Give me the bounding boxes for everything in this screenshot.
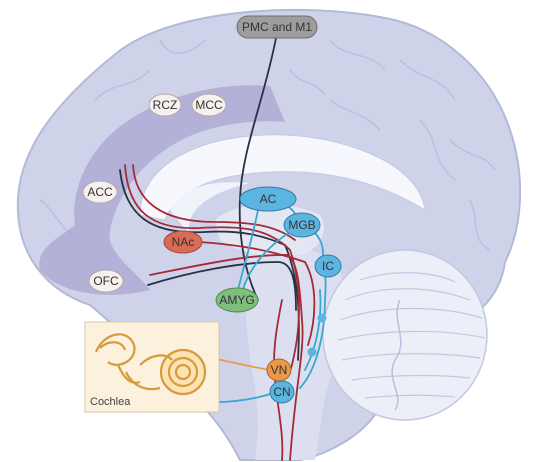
fornix-arc — [170, 182, 250, 235]
label-amyg: AMYG — [219, 293, 254, 307]
pathway-red-acc-2 — [132, 164, 296, 241]
node-acc: ACC — [82, 180, 118, 204]
pathway-cyan-ac-amyg — [237, 209, 259, 291]
cochlea-inset: Cochlea — [84, 321, 220, 413]
node-amyg: AMYG — [215, 287, 259, 313]
label-cochlea: Cochlea — [90, 396, 131, 408]
node-ofc: OFC — [88, 269, 124, 293]
node-ic: IC — [314, 254, 342, 278]
node-mgb: MGB — [283, 212, 321, 238]
cochlea-icon — [94, 333, 207, 396]
pathways — [119, 37, 327, 461]
cingulate-band — [39, 85, 285, 295]
pathway-red-acc — [124, 164, 300, 373]
cerebellum — [322, 249, 488, 421]
pathway-cyan-brainstem — [304, 289, 322, 371]
label-ofc: OFC — [93, 274, 119, 288]
node-mcc: MCC — [191, 93, 227, 117]
label-pmc-m1: PMC and M1 — [242, 20, 312, 34]
pathway-dark-acc — [119, 169, 300, 361]
node-nac: NAc — [163, 230, 203, 254]
pathway-red-ofc — [149, 254, 304, 461]
pathway-red-nac — [199, 241, 316, 346]
label-cn: CN — [273, 385, 290, 399]
cortical-sulci — [39, 39, 496, 251]
label-nac: NAc — [172, 235, 195, 249]
label-mgb: MGB — [288, 218, 315, 232]
node-rcz: RCZ — [148, 93, 182, 117]
node-cn: CN — [269, 380, 295, 404]
label-rcz: RCZ — [153, 98, 178, 112]
pathway-cyan-cn-ic — [299, 267, 327, 389]
relay-dots — [307, 313, 327, 357]
pathway-cyan-mgb-amyg — [241, 231, 291, 293]
node-ac: AC — [239, 186, 297, 212]
label-ic: IC — [322, 259, 334, 273]
pathway-dark-ofc — [147, 261, 297, 311]
label-ac: AC — [260, 192, 277, 206]
node-pmc-m1: PMC and M1 — [236, 15, 318, 39]
label-vn: VN — [271, 363, 288, 377]
node-vn: VN — [266, 358, 292, 382]
label-acc: ACC — [87, 185, 113, 199]
corpus-callosum — [139, 134, 426, 221]
label-mcc: MCC — [195, 98, 223, 112]
